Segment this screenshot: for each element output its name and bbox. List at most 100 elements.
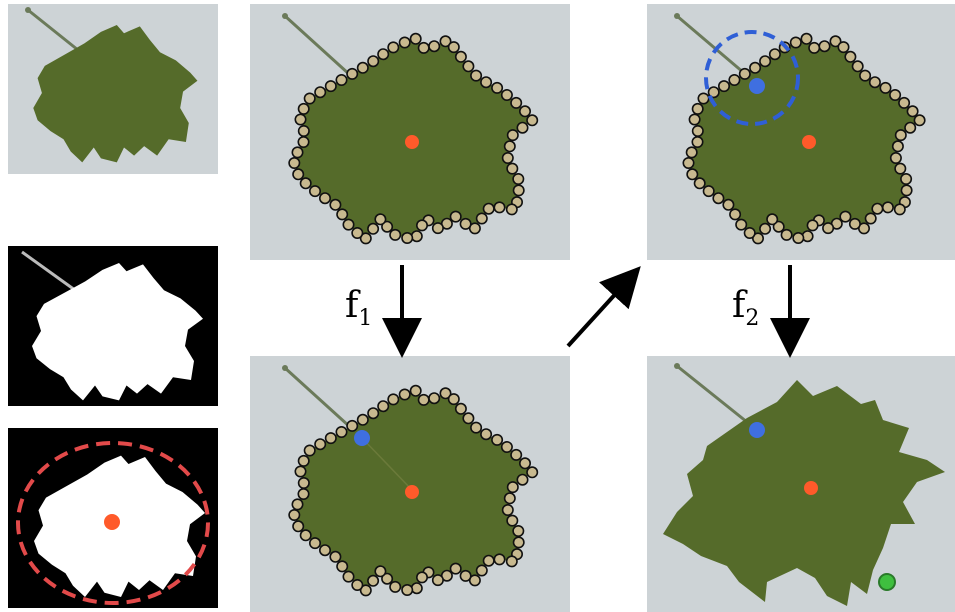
contour-point (356, 61, 369, 74)
contour-point (859, 69, 872, 82)
label-f2: f2 (732, 285, 760, 332)
contour-point (900, 184, 913, 197)
contour-point (722, 198, 735, 211)
contour-point (526, 114, 539, 127)
contour-point (398, 36, 411, 49)
contour-point (351, 579, 364, 592)
contour-point (491, 433, 504, 446)
contour-point (297, 136, 310, 149)
contour-point (367, 407, 380, 420)
contour-point (292, 520, 305, 533)
contour-point (501, 504, 514, 517)
contour-point (387, 393, 400, 406)
contour-point (335, 426, 348, 439)
centroid-dot (804, 481, 818, 495)
contour-point (480, 428, 493, 441)
contour-point (808, 41, 821, 54)
centroid-dot (802, 135, 816, 149)
contour-point (871, 202, 884, 215)
contour-point (329, 198, 342, 211)
contour-point (518, 457, 531, 470)
contour-point (512, 184, 525, 197)
contour-point (837, 41, 850, 54)
contour-point (518, 105, 531, 118)
contour-point (308, 185, 321, 198)
contour-point (743, 227, 756, 240)
contour-point (516, 473, 529, 486)
contour-point (475, 564, 488, 577)
end-point (878, 573, 896, 591)
contour-point (374, 213, 387, 226)
contour-point (792, 232, 805, 245)
contour-point (389, 580, 402, 593)
contour-point (387, 41, 400, 54)
contour-point (417, 393, 430, 406)
contour-point (297, 454, 310, 467)
centroid-dot (405, 485, 419, 499)
contour-point (894, 162, 907, 175)
contour-point (299, 177, 312, 190)
selected-point (749, 78, 765, 94)
contour-points-f1-panel (250, 356, 570, 612)
contour-point (702, 185, 715, 198)
contour-point (416, 219, 429, 232)
contour-point (409, 32, 422, 45)
contour-point (526, 466, 539, 479)
contour-point (381, 220, 394, 233)
contour-point (475, 212, 488, 225)
label-f1: f1 (345, 285, 373, 332)
contour-point (900, 173, 913, 186)
contour-point (822, 222, 835, 235)
bounding-circle (16, 441, 210, 605)
contour-point (503, 492, 516, 505)
contour-point (506, 481, 519, 494)
contour-point (906, 105, 919, 118)
contour-point (913, 114, 926, 127)
contour-point (729, 208, 742, 221)
search-region-panel (647, 4, 955, 260)
contour-point (447, 41, 460, 54)
contour-point (712, 192, 725, 205)
contour-point (359, 584, 372, 597)
search-circle (704, 30, 800, 126)
binary-mask-image (8, 246, 218, 406)
contour-point (314, 86, 327, 99)
contour-point (879, 81, 892, 94)
contour-point (336, 560, 349, 573)
contour-point (303, 92, 316, 105)
contour-point (297, 477, 310, 490)
contour-point (374, 565, 387, 578)
contour-point (417, 41, 430, 54)
contour-point (844, 50, 857, 63)
contour-point (294, 465, 307, 478)
contour-point (506, 162, 519, 175)
contour-point (439, 35, 452, 48)
contour-point (691, 102, 704, 115)
contour-point (428, 392, 441, 405)
contour-point (691, 125, 704, 138)
contour-point (480, 76, 493, 89)
contour-point (889, 152, 902, 165)
contour-point (707, 86, 720, 99)
contour-point (428, 40, 441, 53)
contour-point (806, 219, 819, 232)
contour-point (470, 421, 483, 434)
contour-point (682, 157, 695, 170)
contour-point (688, 113, 701, 126)
contour-point (299, 529, 312, 542)
arrow-diagonal (566, 266, 641, 348)
contour-point (697, 92, 710, 105)
contour-point (512, 536, 525, 549)
contour-point (759, 222, 772, 235)
contour-point (381, 572, 394, 585)
contour-point (718, 80, 731, 93)
centroid-dot (405, 135, 419, 149)
contour-point (462, 60, 475, 73)
contour-point (780, 228, 793, 241)
contour-point (336, 208, 349, 221)
contour-point (868, 76, 881, 89)
contour-point (459, 217, 472, 230)
contour-point (891, 140, 904, 153)
contour-point (749, 61, 762, 74)
contour-point (351, 227, 364, 240)
